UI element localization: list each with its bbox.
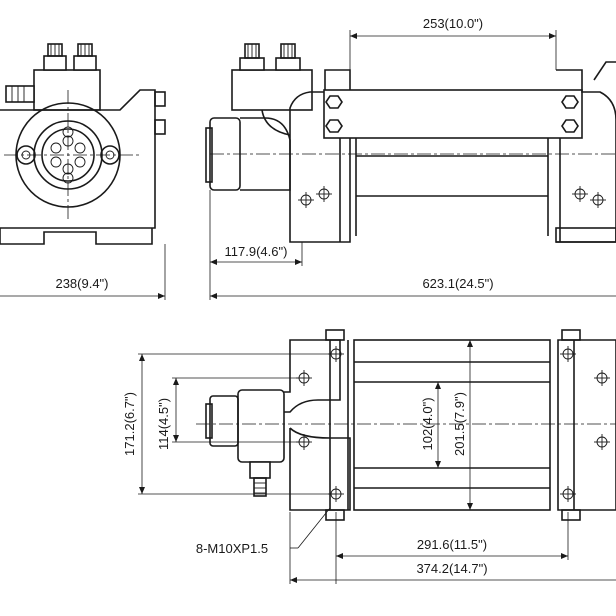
front-width-dimension: 238(9.4") (55, 276, 108, 291)
plan-drum-diameter-dimension: 102(4.0") (420, 397, 435, 450)
plan-overall-width-dimension: 374.2(14.7") (416, 561, 487, 576)
front-view: 238(9.4") (0, 43, 166, 300)
plan-height-motor-dimension: 114(4.5") (156, 398, 171, 450)
bolt-spec-label: 8-M10XP1.5 (196, 541, 268, 556)
plan-view: 171.2(6.7") 114(4.5") 102(4.0") 201.5(7.… (122, 329, 616, 584)
side-overall-length-dimension: 623.1(24.5") (422, 276, 493, 291)
plan-bolt-spacing-dimension: 291.6(11.5") (417, 537, 487, 552)
side-drum-length-dimension: 253(10.0") (423, 16, 483, 31)
side-motor-offset-dimension: 117.9(4.6") (225, 244, 288, 259)
side-view: 253(10.0") 117.9(4.6") 623.1(24.5") (205, 16, 616, 300)
plan-height-overall-dimension: 171.2(6.7") (122, 392, 137, 456)
plan-flange-diameter-dimension: 201.5(7.9") (452, 392, 467, 456)
